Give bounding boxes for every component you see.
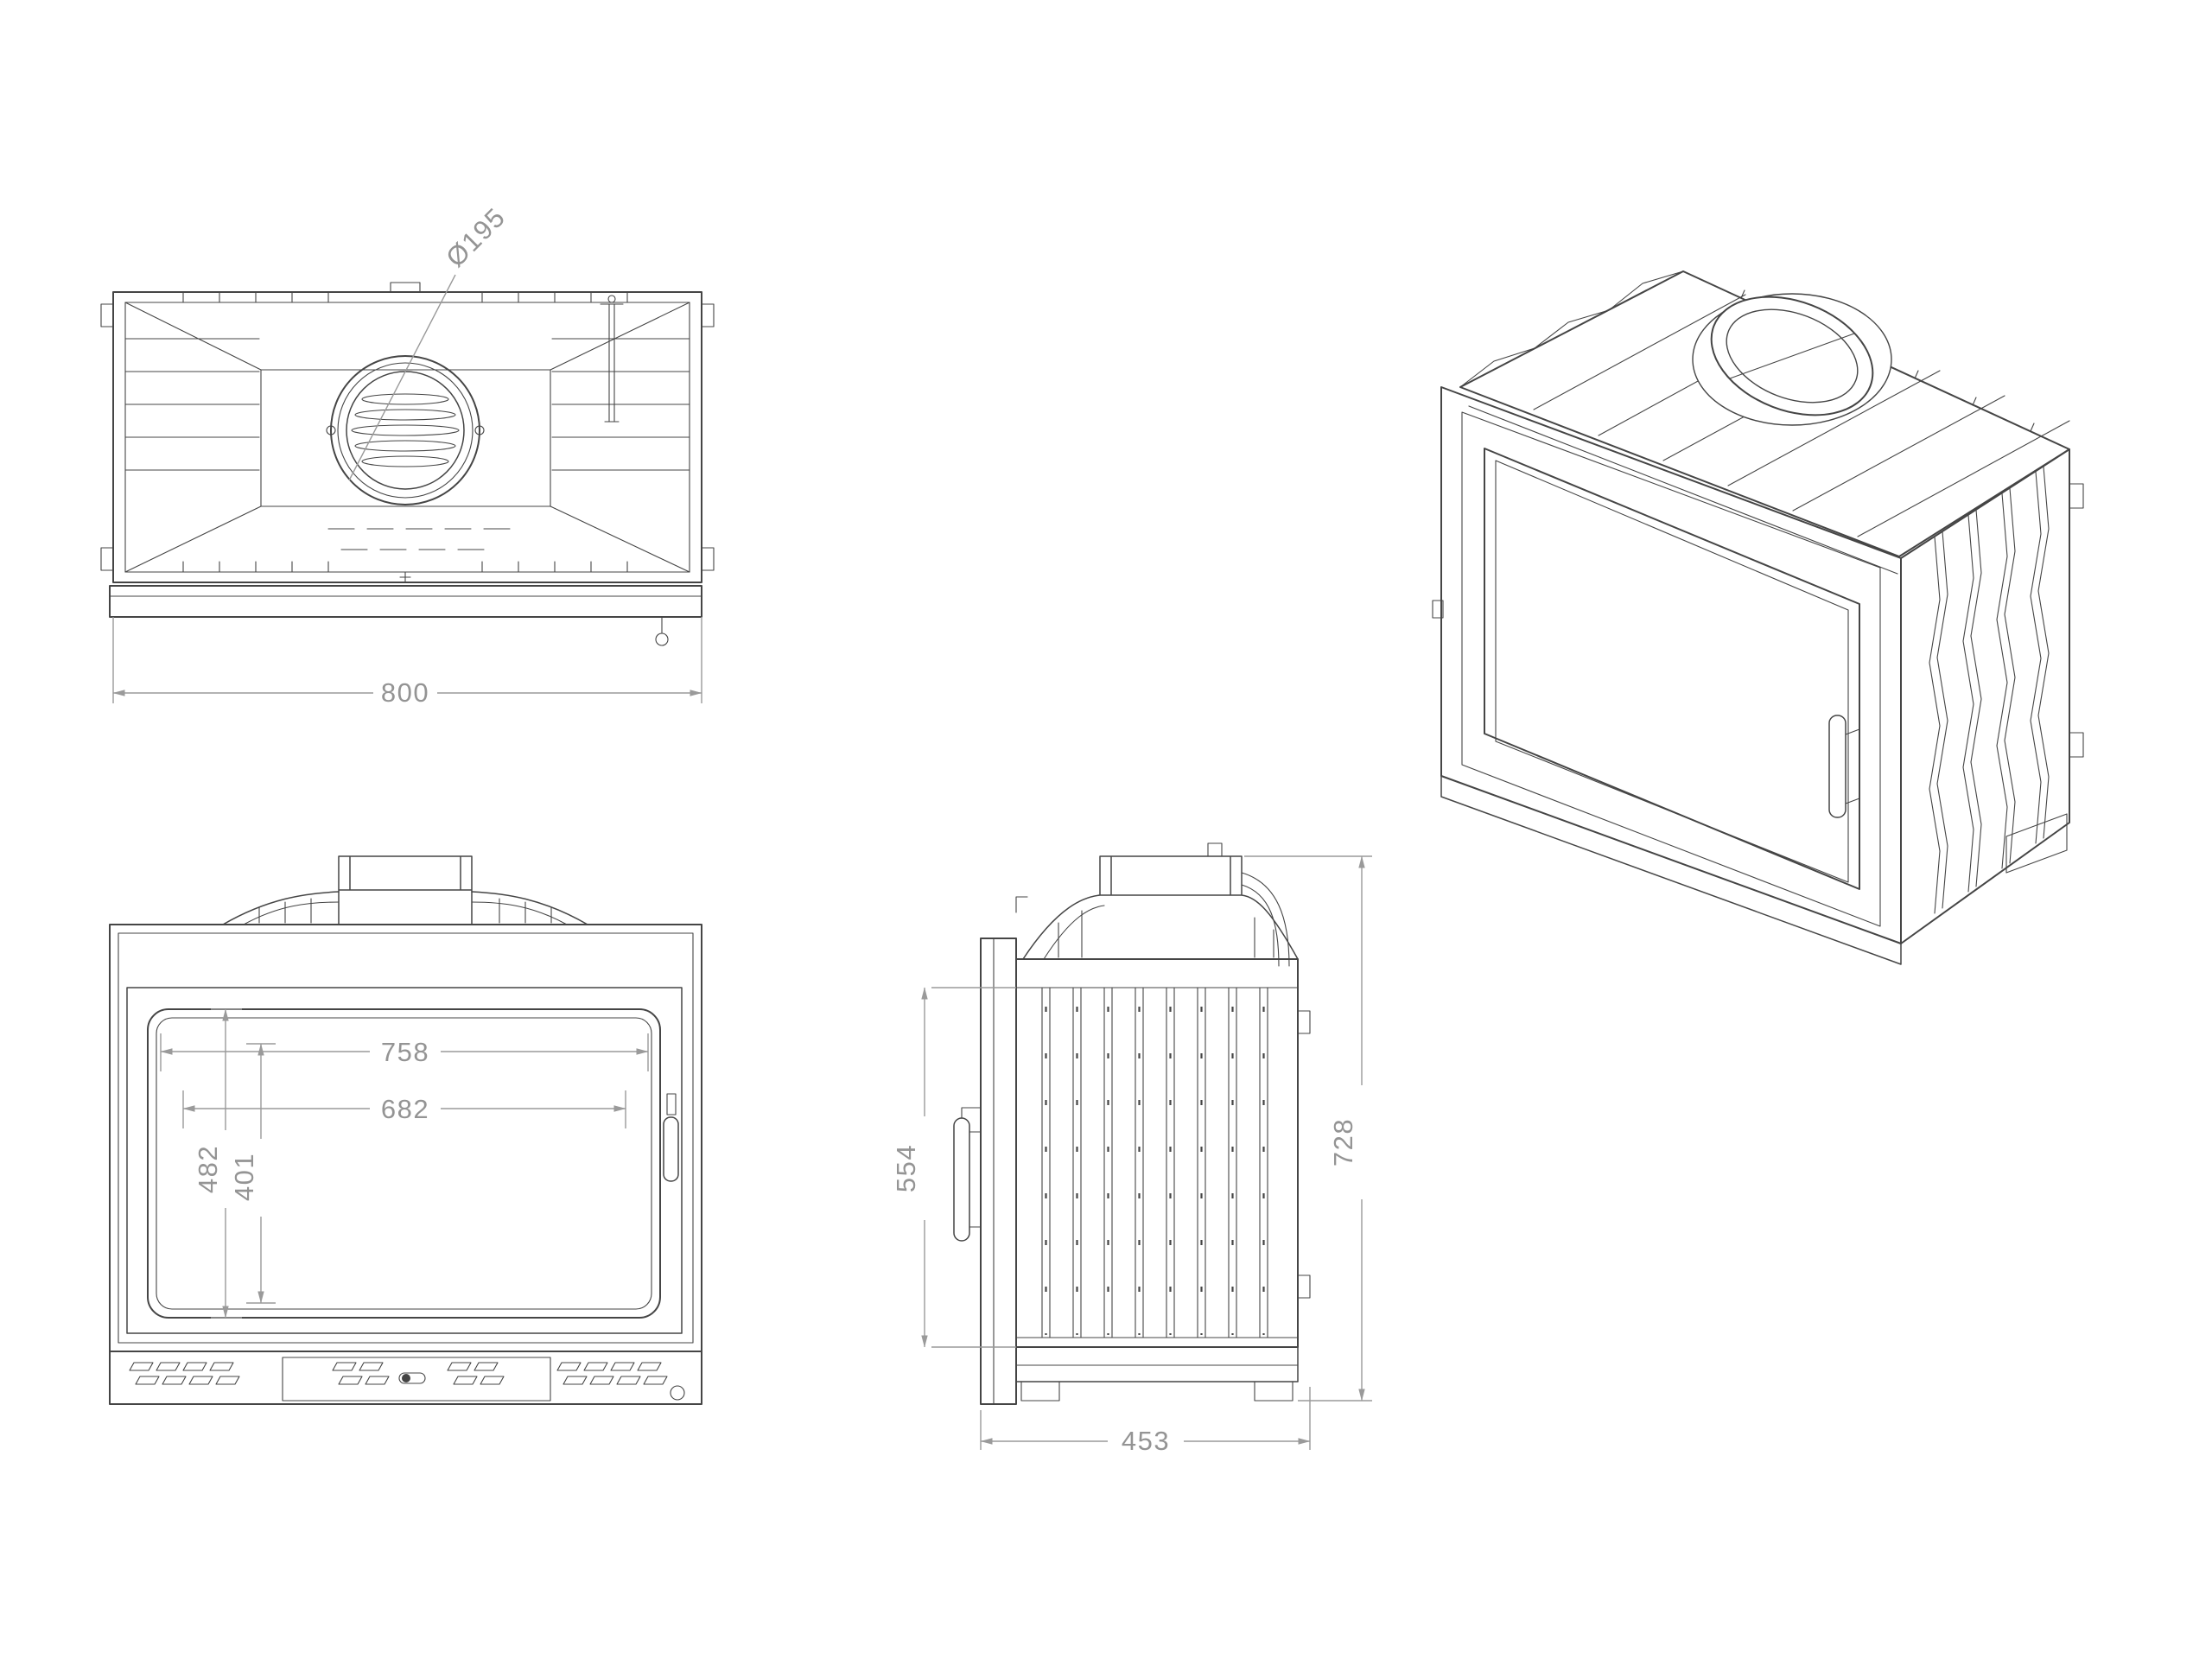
dim-label-overall-height: 728 [1328, 1118, 1358, 1166]
isometric-view [1432, 270, 2084, 965]
leader-line [348, 274, 456, 481]
iso-side-ribs [1929, 466, 2050, 914]
side-handle [953, 1117, 970, 1242]
front-body-outline [109, 924, 702, 1352]
top-view: Ø195 800 [100, 201, 715, 708]
hinge-tab [1297, 1010, 1311, 1034]
air-pipe [1241, 872, 1290, 967]
corner-clip [100, 547, 114, 571]
iso-glass [1484, 448, 1860, 890]
door-handle [663, 1116, 679, 1182]
corner-clip [100, 303, 114, 327]
side-base [1015, 1346, 1299, 1382]
dim-label-opening-height: 482 [193, 1145, 223, 1193]
side-body-outline [1015, 958, 1299, 1348]
vent-slots [129, 1362, 668, 1385]
damper-rod [600, 295, 624, 423]
air-slider [398, 1372, 426, 1384]
flue-stub [338, 855, 473, 925]
dim-label-body-height: 554 [891, 1144, 921, 1192]
air-slider-knob [402, 1374, 410, 1382]
dim-label-flue-diameter: Ø195 [440, 201, 512, 273]
vent-panel [282, 1357, 551, 1402]
base-strip [109, 585, 702, 618]
vent-knob [670, 1385, 685, 1401]
flue-collar [326, 355, 485, 505]
foot [1254, 1381, 1294, 1402]
iso-foot [2005, 813, 2068, 874]
hinge-tab [1297, 1274, 1311, 1299]
corner-clip [701, 303, 715, 327]
pull-knob [655, 632, 669, 646]
top-tab [390, 282, 421, 293]
side-view: 554 728 453 [891, 842, 1372, 1456]
glass-window [147, 1008, 661, 1319]
side-flue-stub [1099, 855, 1243, 895]
side-door-edge [980, 938, 1017, 1405]
iso-door-handle [1828, 715, 1847, 818]
side-ribs [1041, 987, 1268, 1338]
dim-label-overall-width: 800 [381, 677, 429, 708]
dim-label-glass-width: 682 [381, 1094, 429, 1124]
iso-base-lip [1440, 775, 1902, 965]
top-ribs [124, 338, 690, 471]
corner-clip [701, 547, 715, 571]
hinge-tab [2069, 732, 2084, 758]
dim-label-opening-width: 758 [381, 1037, 429, 1067]
door-frame [126, 987, 683, 1334]
latch [1432, 600, 1444, 619]
vent-strip [109, 1351, 702, 1405]
front-view: 758 682 482 401 [109, 855, 702, 1405]
foot [1020, 1381, 1060, 1402]
dim-label-glass-height: 401 [229, 1153, 259, 1201]
dim-label-depth: 453 [1122, 1426, 1170, 1456]
hinge-tab [2069, 483, 2084, 509]
